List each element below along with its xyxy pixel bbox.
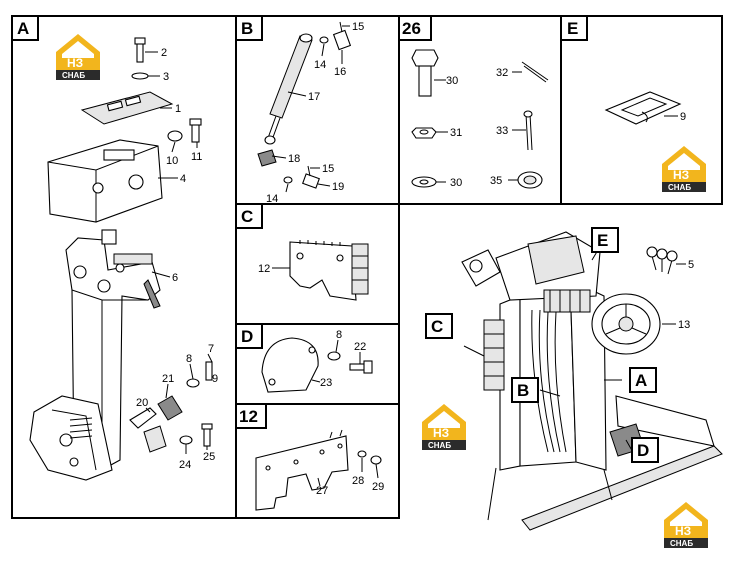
label-a-3: 3 bbox=[163, 71, 169, 83]
callout-a: A bbox=[629, 367, 657, 393]
panel-b-leaders bbox=[271, 25, 350, 193]
label-d-22: 22 bbox=[354, 341, 366, 353]
panel-12-drawing bbox=[255, 429, 382, 511]
panel-d-drawing bbox=[261, 337, 373, 393]
label-26-30a: 30 bbox=[446, 75, 458, 87]
overview-leaders bbox=[463, 249, 686, 455]
svg-text:D: D bbox=[637, 441, 649, 460]
panel-26-leaders bbox=[434, 71, 526, 183]
callout-b: B bbox=[511, 377, 539, 403]
label-a-2: 2 bbox=[161, 47, 167, 59]
label-b-17: 17 bbox=[308, 91, 320, 103]
label-a-4: 4 bbox=[180, 173, 186, 185]
label-b-14b: 14 bbox=[266, 193, 278, 205]
panel-26-letter: 26 bbox=[398, 15, 432, 41]
svg-text:12: 12 bbox=[239, 407, 258, 426]
svg-text:B: B bbox=[517, 381, 529, 400]
callout-e: E bbox=[591, 227, 619, 253]
panel-c-letter: C bbox=[235, 203, 263, 229]
panel-a-leaders bbox=[145, 51, 213, 454]
label-a-24: 24 bbox=[179, 459, 191, 471]
label-a-21: 21 bbox=[162, 373, 174, 385]
panel-12-letter: 12 bbox=[235, 403, 267, 429]
overview-drawing bbox=[461, 231, 723, 531]
logo-panel-e: НЗ СНАБ bbox=[662, 146, 706, 192]
svg-text:СНАБ: СНАБ bbox=[428, 441, 451, 450]
callout-d: D bbox=[631, 437, 659, 463]
label-12-27: 27 bbox=[316, 485, 328, 497]
label-a-20: 20 bbox=[136, 397, 148, 409]
label-b-19: 19 bbox=[332, 181, 344, 193]
label-b-14a: 14 bbox=[314, 59, 326, 71]
label-a-25: 25 bbox=[203, 451, 215, 463]
logo-bottom-right: НЗ СНАБ bbox=[664, 502, 708, 548]
label-overview-5: 5 bbox=[688, 259, 694, 271]
label-b-18: 18 bbox=[288, 153, 300, 165]
panel-a-letter: A bbox=[11, 15, 39, 41]
panel-a-drawing bbox=[29, 37, 213, 481]
svg-text:C: C bbox=[241, 207, 253, 226]
svg-text:26: 26 bbox=[402, 19, 421, 38]
label-26-31: 31 bbox=[450, 127, 462, 139]
label-a-8: 8 bbox=[186, 353, 192, 365]
svg-text:C: C bbox=[431, 317, 443, 336]
svg-text:B: B bbox=[241, 19, 253, 38]
label-a-6: 6 bbox=[172, 272, 178, 284]
label-12-29: 29 bbox=[372, 481, 384, 493]
label-d-23: 23 bbox=[320, 377, 332, 389]
label-26-35: 35 bbox=[490, 175, 502, 187]
label-overview-13: 13 bbox=[678, 319, 690, 331]
svg-text:НЗ: НЗ bbox=[673, 168, 689, 182]
panel-e-frame bbox=[560, 15, 723, 205]
label-26-30b: 30 bbox=[450, 177, 462, 189]
svg-text:СНАБ: СНАБ bbox=[62, 71, 85, 80]
panel-b-frame bbox=[235, 15, 400, 205]
svg-text:E: E bbox=[597, 231, 608, 250]
label-b-15b: 15 bbox=[322, 163, 334, 175]
svg-text:НЗ: НЗ bbox=[433, 426, 449, 440]
panel-d-letter: D bbox=[235, 323, 263, 349]
label-a-1: 1 bbox=[175, 103, 181, 115]
panel-12-frame bbox=[235, 403, 400, 519]
panel-e-letter: E bbox=[560, 15, 588, 41]
label-12-28: 28 bbox=[352, 475, 364, 487]
label-d-8: 8 bbox=[336, 329, 342, 341]
label-e-9: 9 bbox=[680, 111, 686, 123]
svg-text:СНАБ: СНАБ bbox=[668, 183, 691, 192]
label-b-16: 16 bbox=[334, 66, 346, 78]
panel-b-drawing bbox=[257, 21, 352, 189]
label-a-10: 10 bbox=[166, 155, 178, 167]
label-26-32: 32 bbox=[496, 67, 508, 79]
label-a-7: 7 bbox=[208, 343, 214, 355]
svg-text:A: A bbox=[635, 371, 647, 390]
label-a-11: 11 bbox=[191, 151, 202, 163]
panel-b-letter: B bbox=[235, 15, 263, 41]
panel-12-leaders bbox=[317, 458, 379, 487]
logo-middle: НЗ СНАБ bbox=[422, 404, 466, 450]
logo-top-left: НЗ СНАБ bbox=[56, 34, 100, 80]
svg-text:НЗ: НЗ bbox=[675, 524, 691, 538]
panel-e-drawing bbox=[604, 91, 682, 125]
svg-text:НЗ: НЗ bbox=[67, 56, 83, 70]
svg-text:E: E bbox=[567, 19, 578, 38]
svg-text:A: A bbox=[17, 19, 29, 38]
panel-d-leaders bbox=[311, 339, 361, 383]
svg-text:СНАБ: СНАБ bbox=[670, 539, 693, 548]
label-c-12: 12 bbox=[258, 263, 270, 275]
panel-26-drawing bbox=[411, 49, 549, 189]
svg-text:D: D bbox=[241, 327, 253, 346]
label-26-33: 33 bbox=[496, 125, 508, 137]
label-a-9: 9 bbox=[212, 373, 218, 385]
label-b-15a: 15 bbox=[352, 21, 364, 33]
callout-c: C bbox=[425, 313, 453, 339]
panel-c-drawing bbox=[289, 240, 369, 301]
